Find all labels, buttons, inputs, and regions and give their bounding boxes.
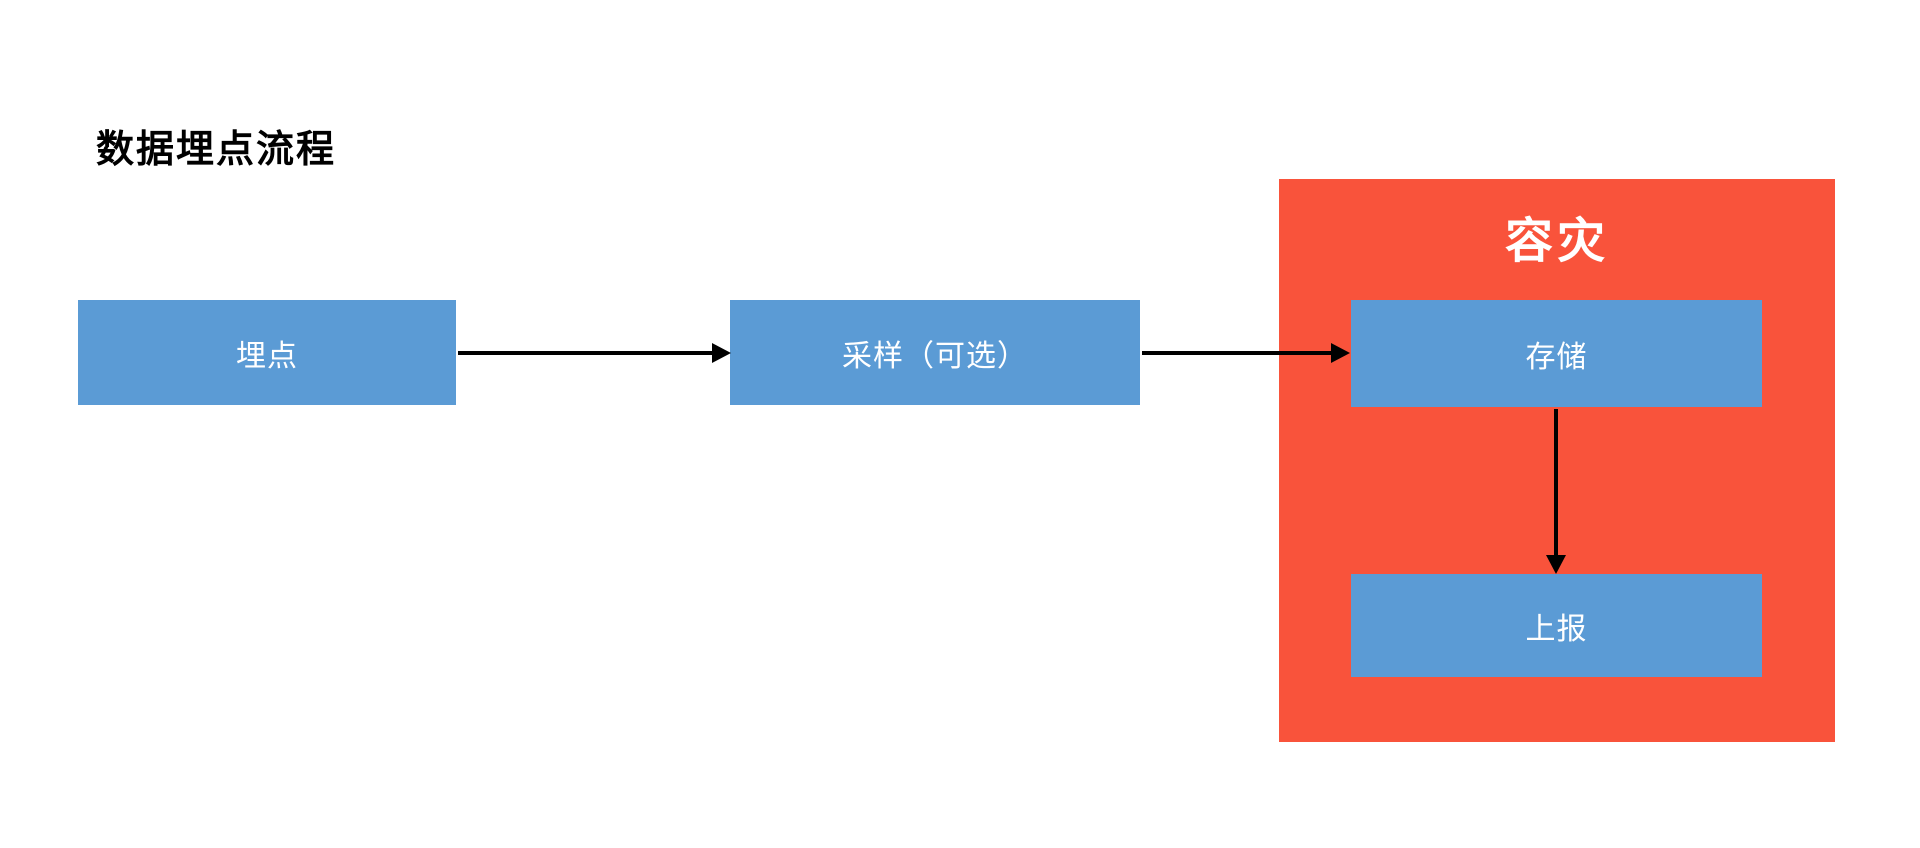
node-tracking: 埋点	[78, 300, 456, 405]
arrow-tracking-to-sampling	[458, 351, 712, 355]
diagram-title: 数据埋点流程	[96, 129, 337, 171]
arrow-sampling-to-storage	[1142, 351, 1331, 355]
node-report: 上报	[1351, 574, 1762, 677]
node-sampling-label: 采样（可选）	[842, 339, 1028, 373]
node-tracking-label: 埋点	[236, 339, 298, 373]
disaster-recovery-label: 容灾	[1504, 215, 1609, 268]
arrow-storage-to-report	[1554, 409, 1558, 555]
node-storage-label: 存储	[1525, 340, 1588, 374]
node-report-label: 上报	[1525, 612, 1588, 646]
node-sampling: 采样（可选）	[730, 300, 1140, 405]
node-storage: 存储	[1351, 300, 1762, 407]
